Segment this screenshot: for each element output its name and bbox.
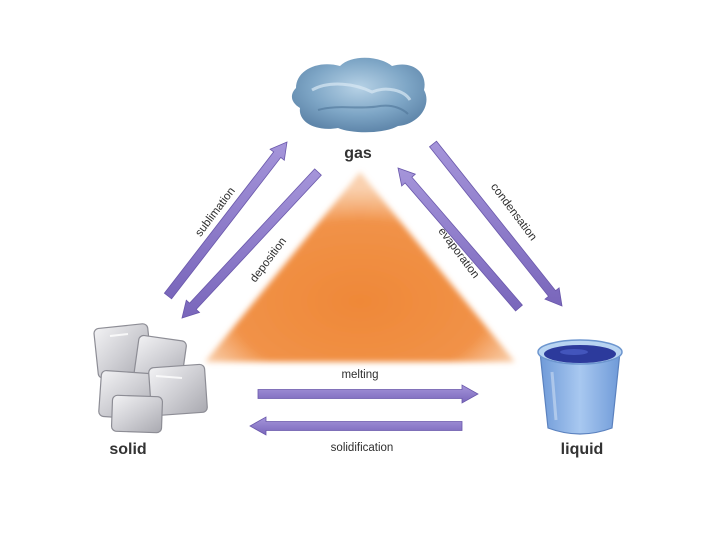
- solid-label: solid: [109, 441, 146, 458]
- liquid-cup-icon: [537, 339, 623, 435]
- transition-arrows: [163, 140, 563, 436]
- gas-cloud-icon: [291, 57, 427, 133]
- condensation-arrow: [428, 140, 563, 307]
- center-triangle: [205, 172, 515, 362]
- solid-ice-cubes-icon: [93, 323, 208, 434]
- liquid-label: liquid: [561, 441, 604, 458]
- condensation-label: condensation: [488, 181, 539, 243]
- deposition-arrow: [181, 168, 322, 319]
- solidification-arrow: [249, 416, 463, 436]
- evaporation-arrow: [397, 167, 523, 312]
- gas-label: gas: [344, 145, 372, 162]
- melting-label: melting: [341, 369, 378, 381]
- sublimation-arrow: [163, 141, 288, 300]
- melting-arrow: [257, 384, 479, 404]
- solidification-label: solidification: [331, 442, 394, 454]
